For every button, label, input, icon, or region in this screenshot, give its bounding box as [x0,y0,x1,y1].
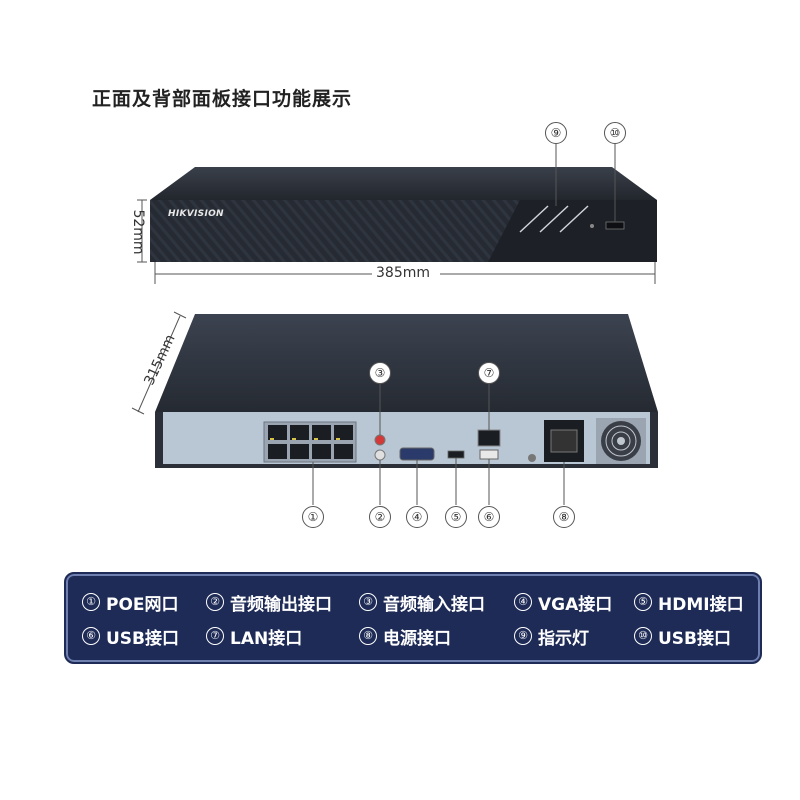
poe-ports [263,421,357,463]
rear-usb-port [479,449,499,460]
dimension-width: 385mm [376,265,430,281]
vga-port [399,447,435,461]
hdmi-port [447,450,465,459]
fan-grill [596,418,646,464]
indicator-slash [519,205,549,233]
dimension-height: 52mm [130,209,146,255]
callout-1: ① [302,506,324,528]
brand-logo: HIKVISION [168,209,224,219]
page-title: 正面及背部面板接口功能展示 [92,88,353,110]
front-power-dot [590,224,594,228]
rear-top-surface [155,314,658,412]
callout-9: ⑨ [545,122,567,144]
callout-7: ⑦ [478,362,500,384]
indicator-slash [539,205,569,233]
indicator-slash [559,205,589,233]
audio-in-jack [374,434,386,446]
audio-out-jack [374,449,386,461]
callout-2: ② [369,506,391,528]
lan-port [477,429,501,447]
callout-5: ⑤ [445,506,467,528]
rear-view-diagram [131,311,658,505]
callout-4: ④ [406,506,428,528]
callout-8: ⑧ [553,506,575,528]
front-top-surface [150,167,657,200]
callout-3: ③ [369,362,391,384]
callout-10: ⑩ [604,122,626,144]
callout-6: ⑥ [478,506,500,528]
front-usb-port [605,221,625,230]
front-view-diagram [137,144,657,284]
